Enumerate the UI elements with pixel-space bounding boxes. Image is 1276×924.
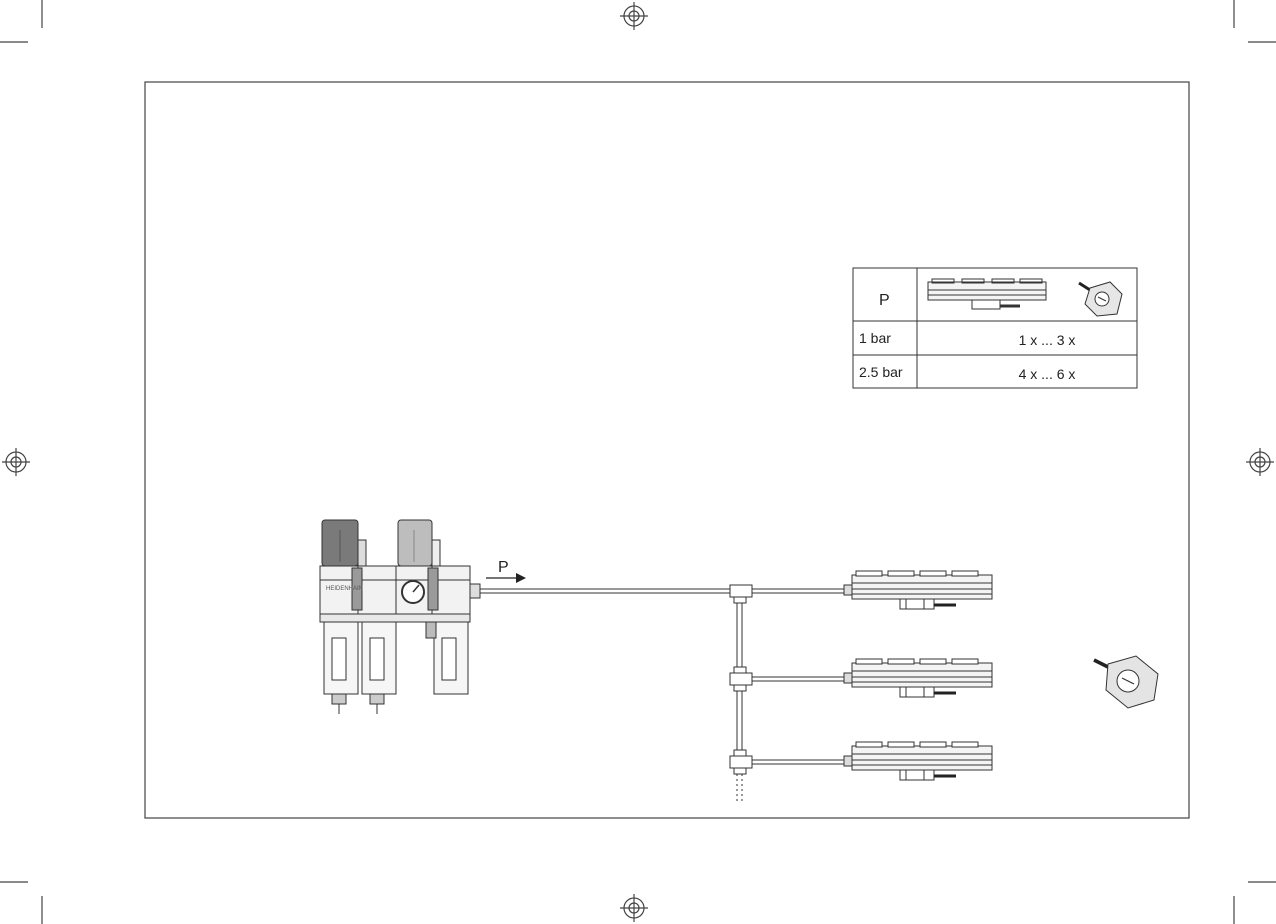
air-bar-2	[844, 659, 992, 697]
regulator-knob-left	[322, 520, 366, 566]
pressure-gauge-icon	[402, 581, 424, 603]
registration-target-bottom	[620, 894, 648, 922]
registration-target-right	[1246, 448, 1274, 476]
unit-brand-label: HEIDENHAIN	[326, 586, 363, 592]
tee-fitting-3	[730, 750, 752, 774]
table-row-1-quantity: 1 x ... 3 x	[1019, 332, 1076, 348]
registration-target-top	[620, 2, 648, 30]
tee-fitting-1	[730, 585, 752, 603]
air-lines	[480, 589, 848, 804]
figure-frame	[145, 82, 1189, 818]
table-row-1-pressure: 1 bar	[859, 330, 891, 346]
table-header-pressure: P	[879, 292, 890, 309]
table-row-2-pressure: 2.5 bar	[859, 364, 903, 380]
crop-mark-top-right	[1234, 0, 1276, 42]
filter-bowls	[320, 614, 470, 714]
registration-target-left	[2, 448, 30, 476]
round-nozzle-icon	[1094, 656, 1158, 708]
tee-fitting-2	[730, 667, 752, 691]
air-bar-3	[844, 742, 992, 780]
table-row-2-quantity: 4 x ... 6 x	[1019, 366, 1076, 382]
air-bar-1	[844, 571, 992, 609]
crop-mark-bottom-right	[1234, 882, 1276, 924]
pressure-table: P 1 bar 1 x ... 3 x 2.5 bar 4 x ... 6 x	[853, 268, 1137, 388]
air-service-unit: HEIDENHAIN	[320, 520, 480, 714]
flow-label-p: P	[498, 559, 509, 576]
crop-mark-bottom-left	[0, 882, 42, 924]
regulator-knob-right	[398, 520, 440, 566]
tee-fittings	[730, 585, 752, 774]
crop-mark-top-left	[0, 0, 42, 42]
